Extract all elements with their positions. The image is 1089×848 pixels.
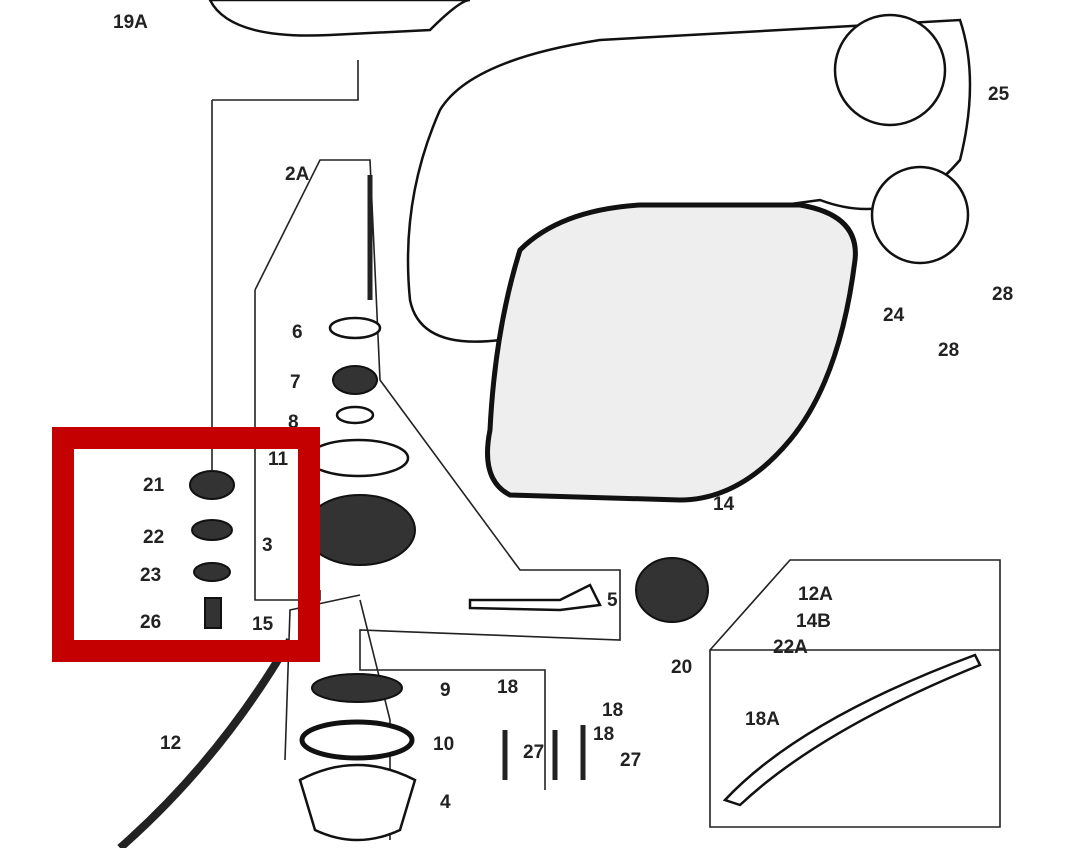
label-11: 11: [268, 449, 289, 470]
part-25-cover: [833, 13, 947, 127]
part-14-grille: [485, 202, 858, 503]
part-6: [328, 316, 382, 340]
label-15: 15: [252, 614, 274, 635]
part-3-housing: [304, 494, 416, 566]
leader-19A: [211, 60, 359, 470]
label-26: 26: [140, 612, 161, 633]
label-4: 4: [440, 792, 451, 813]
part-24-emblem: [870, 165, 970, 265]
label-18: 18: [602, 700, 623, 721]
label-22: 22: [143, 527, 164, 548]
label-18: 18: [497, 677, 518, 698]
label-25: 25: [988, 84, 1010, 105]
part-11-gasket: [306, 438, 410, 478]
part-body-panel: [406, 18, 972, 343]
label-18: 18: [593, 724, 614, 745]
part-22: [191, 519, 233, 541]
label-18A: 18A: [745, 709, 780, 730]
part-7: [332, 365, 378, 395]
label-27: 27: [620, 750, 641, 771]
label-3: 3: [262, 535, 273, 556]
label-23: 23: [140, 565, 161, 586]
label-28: 28: [992, 284, 1013, 305]
label-14: 14: [713, 494, 735, 515]
part-23: [193, 562, 231, 582]
part-26-bolt: [204, 597, 222, 629]
label-6: 6: [292, 322, 303, 343]
label-14B: 14B: [796, 611, 831, 632]
label-12A: 12A: [798, 584, 833, 605]
label-10: 10: [433, 734, 454, 755]
label-28: 28: [938, 340, 959, 361]
part-4-cup: [298, 763, 417, 842]
label-9: 9: [440, 680, 451, 701]
part-5-key: [468, 583, 602, 612]
part-8: [335, 405, 375, 425]
part-12-cable: [117, 637, 294, 848]
label-8: 8: [288, 412, 299, 433]
highlight-box: [52, 427, 320, 662]
part-21: [189, 470, 235, 500]
label-27: 27: [523, 742, 544, 763]
label-5: 5: [607, 590, 618, 611]
part-19A-tank: [208, 0, 471, 37]
label-21: 21: [143, 475, 165, 496]
label-2A: 2A: [285, 164, 310, 185]
part-10: [299, 719, 415, 761]
subassembly-box: [709, 559, 1001, 828]
part-18A-strip: [722, 653, 982, 807]
label-24: 24: [883, 305, 905, 326]
label-12: 12: [160, 733, 181, 754]
label-19A: 19A: [113, 12, 148, 33]
label-7: 7: [290, 372, 301, 393]
part-20: [635, 557, 709, 623]
part-9: [311, 673, 403, 703]
label-22A: 22A: [773, 637, 808, 658]
label-20: 20: [671, 657, 692, 678]
